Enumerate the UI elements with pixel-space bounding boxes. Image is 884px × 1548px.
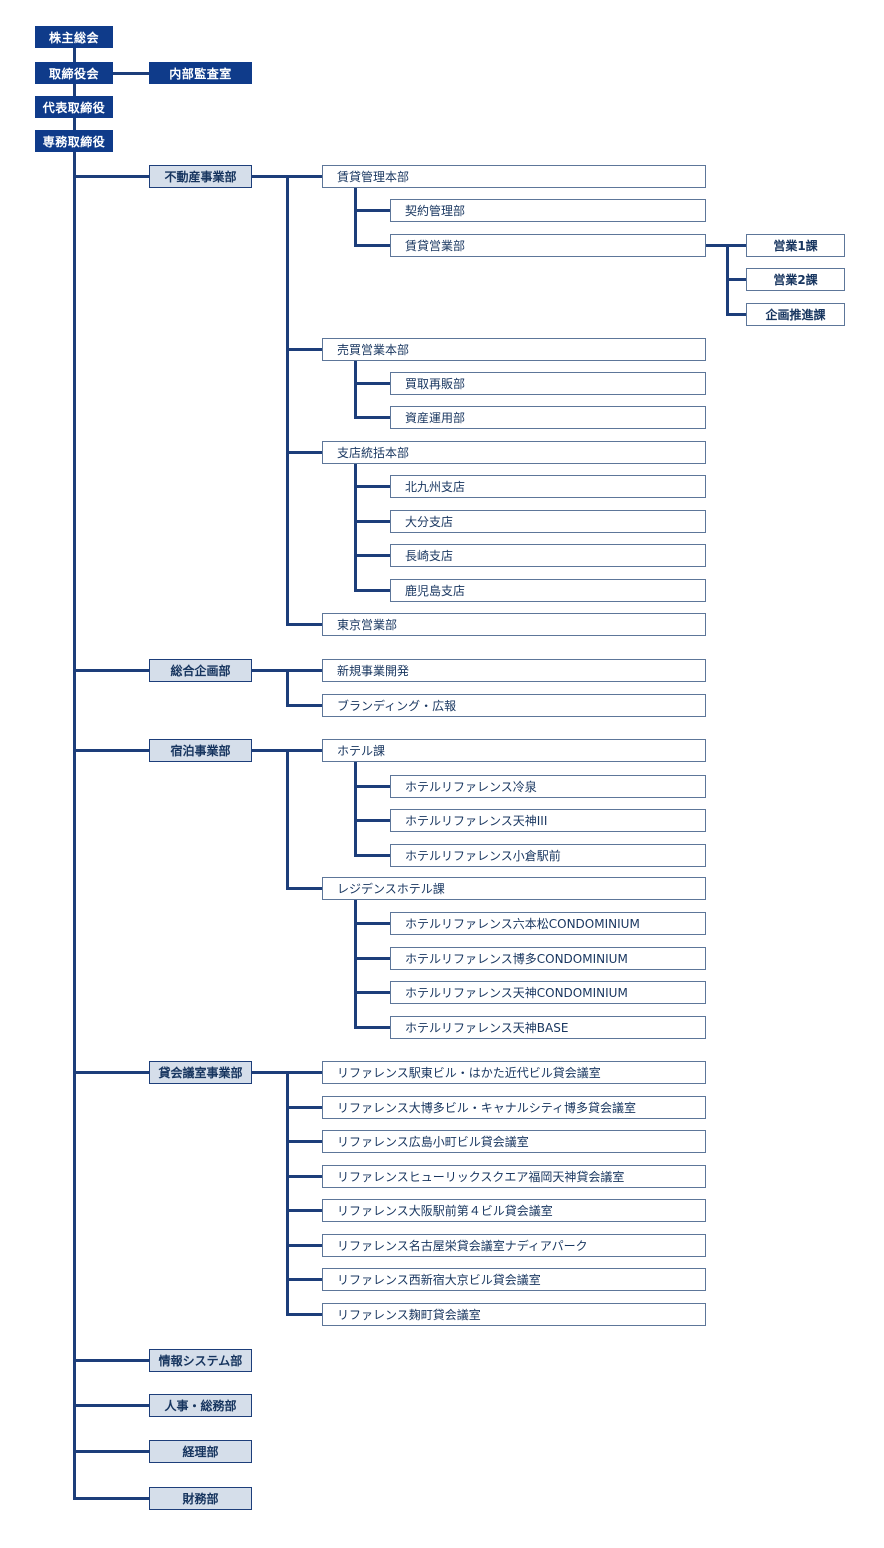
sales-section-2-box: 営業2課 <box>746 268 845 291</box>
shareholders-meeting-box: 株主総会 <box>35 26 113 48</box>
connector <box>354 209 390 212</box>
connector <box>726 278 746 281</box>
connector <box>73 175 149 178</box>
connector <box>286 1278 322 1281</box>
hr-dept-box: 人事・総務部 <box>149 1394 252 1417</box>
hotel-box: ホテルリファレンス冷泉 <box>390 775 706 798</box>
connector <box>354 854 390 857</box>
connector <box>73 84 76 96</box>
connector <box>286 348 322 351</box>
connector <box>286 623 322 626</box>
meeting-room-box: リファレンス大阪駅前第４ビル貸会議室 <box>322 1199 706 1222</box>
connector <box>286 749 289 889</box>
branding-pr-box: ブランディング・広報 <box>322 694 706 717</box>
meeting-room-box: リファレンス麹町貸会議室 <box>322 1303 706 1326</box>
meeting-room-box: リファレンス西新宿大京ビル貸会議室 <box>322 1268 706 1291</box>
connector <box>73 669 149 672</box>
rental-hq-box: 賃貸管理本部 <box>322 165 706 188</box>
connector <box>286 1175 322 1178</box>
meeting-room-box: リファレンス広島小町ビル貸会議室 <box>322 1130 706 1153</box>
connector <box>73 749 149 752</box>
connector <box>286 1140 322 1143</box>
asset-mgmt-box: 資産運用部 <box>390 406 706 429</box>
connector <box>73 1404 149 1407</box>
hotel-box: ホテルリファレンス小倉駅前 <box>390 844 706 867</box>
lodging-dept-box: 宿泊事業部 <box>149 739 252 762</box>
connector <box>354 361 357 417</box>
connector <box>354 464 357 590</box>
connector <box>354 762 357 856</box>
residence-hotel-box: ホテルリファレンス天神CONDOMINIUM <box>390 981 706 1004</box>
branch-hq-box: 支店統括本部 <box>322 441 706 464</box>
connector <box>354 922 390 925</box>
meeting-room-box: リファレンス駅東ビル・はかた近代ビル貸会議室 <box>322 1061 706 1084</box>
connector <box>73 118 76 130</box>
real-estate-dept-box: 不動産事業部 <box>149 165 252 188</box>
contract-mgmt-box: 契約管理部 <box>390 199 706 222</box>
connector <box>286 1209 322 1212</box>
meeting-room-box: リファレンス名古屋栄貸会議室ナディアパーク <box>322 1234 706 1257</box>
planning-dept-box: 総合企画部 <box>149 659 252 682</box>
branch-box: 長崎支店 <box>390 544 706 567</box>
internal-audit-box: 内部監査室 <box>149 62 252 84</box>
meeting-room-box: リファレンスヒューリックスクエア福岡天神貸会議室 <box>322 1165 706 1188</box>
connector <box>354 382 390 385</box>
hotel-box: ホテルリファレンス天神III <box>390 809 706 832</box>
connector <box>286 669 289 705</box>
residence-hotel-box: ホテルリファレンス博多CONDOMINIUM <box>390 947 706 970</box>
connector <box>354 957 390 960</box>
rental-sales-box: 賃貸営業部 <box>390 234 706 257</box>
connector <box>354 188 357 245</box>
connector <box>354 991 390 994</box>
new-business-box: 新規事業開発 <box>322 659 706 682</box>
connector <box>73 1071 149 1074</box>
connector <box>286 1244 322 1247</box>
connector <box>354 244 390 247</box>
connector <box>354 416 390 419</box>
senior-managing-director-box: 専務取締役 <box>35 130 113 152</box>
branch-box: 大分支店 <box>390 510 706 533</box>
ceo-box: 代表取締役 <box>35 96 113 118</box>
residence-hotel-box: ホテルリファレンス天神BASE <box>390 1016 706 1039</box>
resale-dept-box: 買取再販部 <box>390 372 706 395</box>
connector <box>354 520 390 523</box>
sales-section-1-box: 営業1課 <box>746 234 845 257</box>
meeting-room-box: リファレンス大博多ビル・キャナルシティ博多貸会議室 <box>322 1096 706 1119</box>
connector <box>354 554 390 557</box>
trading-hq-box: 売買営業本部 <box>322 338 706 361</box>
connector <box>354 1026 390 1029</box>
residence-section-box: レジデンスホテル課 <box>322 877 706 900</box>
branch-box: 鹿児島支店 <box>390 579 706 602</box>
connector <box>354 900 357 1027</box>
connector <box>73 48 76 62</box>
planning-section-box: 企画推進課 <box>746 303 845 326</box>
residence-hotel-box: ホテルリファレンス六本松CONDOMINIUM <box>390 912 706 935</box>
connector <box>286 451 322 454</box>
connector <box>286 1313 322 1316</box>
connector <box>354 785 390 788</box>
connector <box>286 704 322 707</box>
connector <box>354 485 390 488</box>
connector <box>286 175 289 625</box>
board-of-directors-box: 取締役会 <box>35 62 113 84</box>
connector <box>286 1071 289 1315</box>
meeting-room-dept-box: 貸会議室事業部 <box>149 1061 252 1084</box>
connector <box>73 1497 149 1500</box>
branch-box: 北九州支店 <box>390 475 706 498</box>
connector <box>354 589 390 592</box>
connector <box>354 819 390 822</box>
it-dept-box: 情報システム部 <box>149 1349 252 1372</box>
connector <box>286 887 322 890</box>
finance-dept-box: 財務部 <box>149 1487 252 1510</box>
main-trunk <box>73 152 76 1499</box>
connector <box>113 72 150 75</box>
connector <box>73 1359 149 1362</box>
accounting-dept-box: 経理部 <box>149 1440 252 1463</box>
connector <box>726 313 746 316</box>
hotel-section-box: ホテル課 <box>322 739 706 762</box>
connector <box>286 1106 322 1109</box>
connector <box>73 1450 149 1453</box>
tokyo-sales-box: 東京営業部 <box>322 613 706 636</box>
